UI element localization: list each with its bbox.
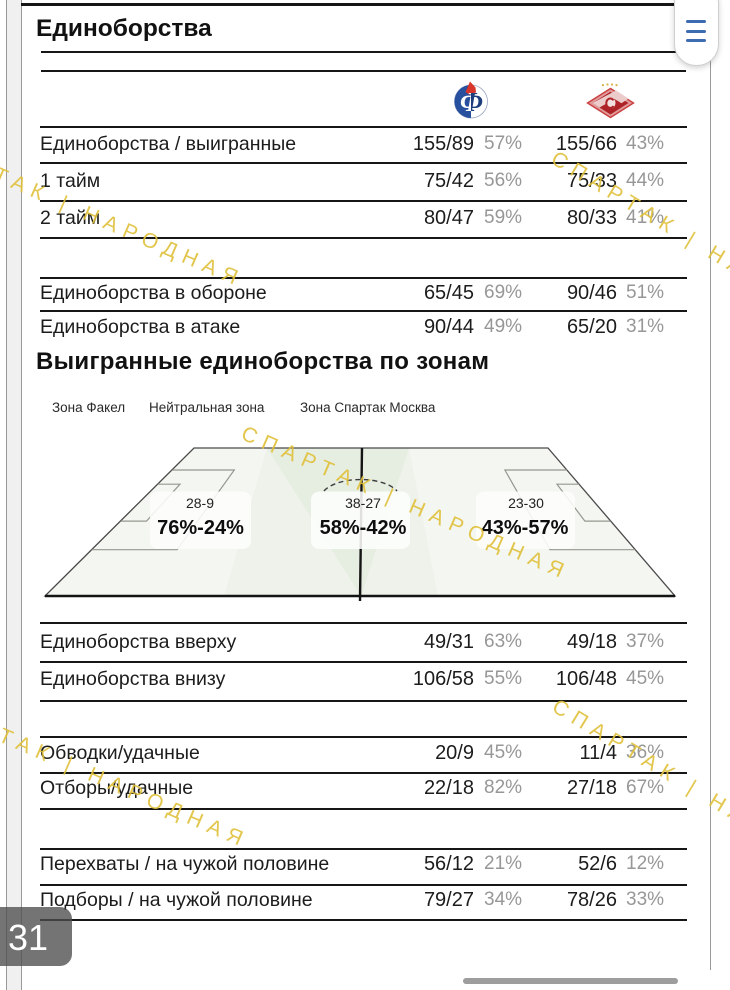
svg-text:38-27: 38-27 xyxy=(345,495,381,511)
svg-text:Ф: Ф xyxy=(460,87,483,117)
svg-text:28-9: 28-9 xyxy=(186,495,214,511)
svg-text:58%-42%: 58%-42% xyxy=(320,517,407,539)
svg-text:76%-24%: 76%-24% xyxy=(157,517,244,539)
svg-text:43%-57%: 43%-57% xyxy=(482,517,569,539)
svg-text:Ф: Ф xyxy=(460,87,483,117)
svg-text:23-30: 23-30 xyxy=(508,495,544,511)
